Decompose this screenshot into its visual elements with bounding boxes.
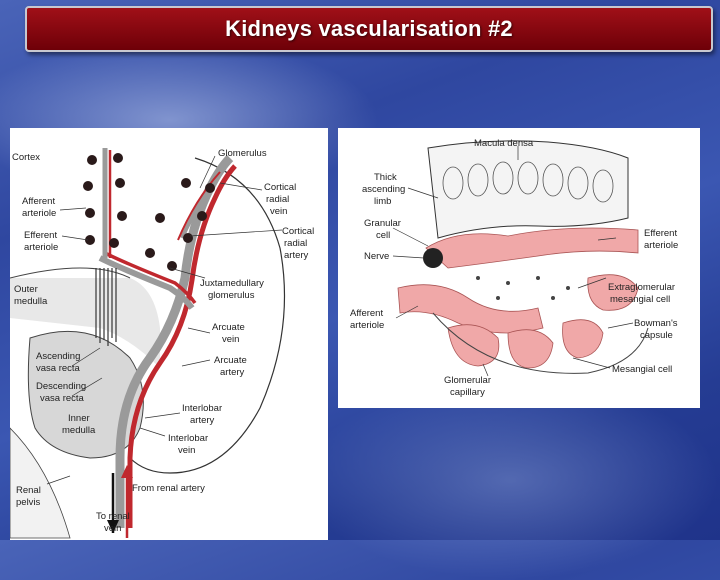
juxtaglomerular-diagram: Macula densa Thick ascending limb Granul…: [350, 138, 678, 398]
label-extraglomerular-2: mesangial cell: [610, 294, 670, 305]
label-extraglomerular-1: Extraglomerular: [608, 282, 675, 293]
label-arcuate-vein-1: Arcuate: [212, 322, 245, 333]
kidney-capsule-outline: [129, 157, 286, 474]
glomeruli-cluster: [83, 153, 215, 271]
label-interlobar-vein-1: Interlobar: [168, 433, 208, 444]
label-cortical-radial-vein-2: radial: [266, 194, 289, 205]
label-afferent-arteriole-1: Afferent: [22, 196, 55, 207]
label-interlobar-vein-2: vein: [178, 445, 195, 456]
label-to-renal-vein-1: To renal: [96, 511, 130, 522]
label-glomerulus: Glomerulus: [218, 148, 267, 159]
label-ascending-vasa-recta-2: vasa recta: [36, 363, 81, 374]
bowmans-capsule: [432, 312, 649, 374]
label-bowmans-capsule-1: Bowman's: [634, 318, 678, 329]
label-glomerular-capillary-2: capillary: [450, 387, 485, 398]
kidney-vasculature-diagram: Cortex Glomerulus Afferent arteriole Eff…: [10, 128, 314, 539]
slide-title: Kidneys vascularisation #2: [225, 16, 513, 41]
label-to-renal-vein-2: vein: [104, 523, 121, 534]
label-renal-pelvis-1: Renal: [16, 485, 41, 496]
label-thick-ascending-3: limb: [374, 196, 391, 207]
label-descending-vasa-recta-1: Descending: [36, 381, 86, 392]
label-cortical-radial-artery-2: radial: [284, 238, 307, 249]
slide-title-bar: Kidneys vascularisation #2: [25, 6, 713, 52]
label-arcuate-artery-2: artery: [220, 367, 245, 378]
label-afferent-arteriole-2: arteriole: [350, 320, 384, 331]
interlobar-artery: [127, 164, 237, 528]
label-thick-ascending-1: Thick: [374, 172, 397, 183]
arcuate-artery: [104, 251, 197, 305]
label-ascending-vasa-recta-1: Ascending: [36, 351, 80, 362]
kidney-vasculature-figure: Cortex Glomerulus Afferent arteriole Eff…: [10, 128, 328, 540]
label-cortical-radial-artery-3: artery: [284, 250, 309, 261]
juxtaglomerular-apparatus-figure: Macula densa Thick ascending limb Granul…: [338, 128, 700, 408]
label-cortex: Cortex: [12, 152, 40, 163]
label-outer-medulla-2: medulla: [14, 296, 48, 307]
label-cortical-radial-vein-3: vein: [270, 206, 287, 217]
label-macula-densa: Macula densa: [474, 138, 534, 149]
label-efferent-arteriole-1: Efferent: [644, 228, 677, 239]
label-renal-pelvis-2: pelvis: [16, 497, 41, 508]
label-interlobar-artery-1: Interlobar: [182, 403, 222, 414]
afferent-arteriole: [397, 284, 544, 334]
label-cortical-radial-vein-1: Cortical: [264, 182, 296, 193]
glomerular-capillaries: [447, 274, 639, 369]
label-nerve: Nerve: [364, 251, 389, 262]
label-arcuate-vein-2: vein: [222, 334, 239, 345]
thick-ascending-limb: [427, 140, 629, 239]
label-efferent-arteriole-2: arteriole: [24, 242, 58, 253]
efferent-arteriole: [425, 227, 639, 269]
label-glomerular-capillary-1: Glomerular: [444, 375, 491, 386]
label-inner-medulla-2: medulla: [62, 425, 96, 436]
label-thick-ascending-2: ascending: [362, 184, 405, 195]
label-cortical-radial-artery-1: Cortical: [282, 226, 314, 237]
label-outer-medulla-1: Outer: [14, 284, 38, 295]
granular-cell-cluster: [423, 248, 443, 268]
label-from-renal-artery: From renal artery: [132, 483, 205, 494]
label-arcuate-artery-1: Arcuate: [214, 355, 247, 366]
label-afferent-arteriole-1: Afferent: [350, 308, 383, 319]
label-granular-cell-2: cell: [376, 230, 390, 241]
label-inner-medulla-1: Inner: [68, 413, 90, 424]
outer-medulla-region: [10, 278, 160, 368]
label-juxtamedullary-2: glomerulus: [208, 290, 255, 301]
label-bowmans-capsule-2: capsule: [640, 330, 673, 341]
label-juxtamedullary-1: Juxtamedullary: [200, 278, 264, 289]
label-mesangial-cell: Mesangial cell: [612, 364, 672, 375]
label-descending-vasa-recta-2: vasa recta: [40, 393, 85, 404]
label-afferent-arteriole-2: arteriole: [22, 208, 56, 219]
arcuate-vein: [98, 255, 195, 310]
label-efferent-arteriole-1: Efferent: [24, 230, 57, 241]
label-efferent-arteriole-2: arteriole: [644, 240, 678, 251]
label-granular-cell-1: Granular: [364, 218, 401, 229]
label-interlobar-artery-2: artery: [190, 415, 215, 426]
